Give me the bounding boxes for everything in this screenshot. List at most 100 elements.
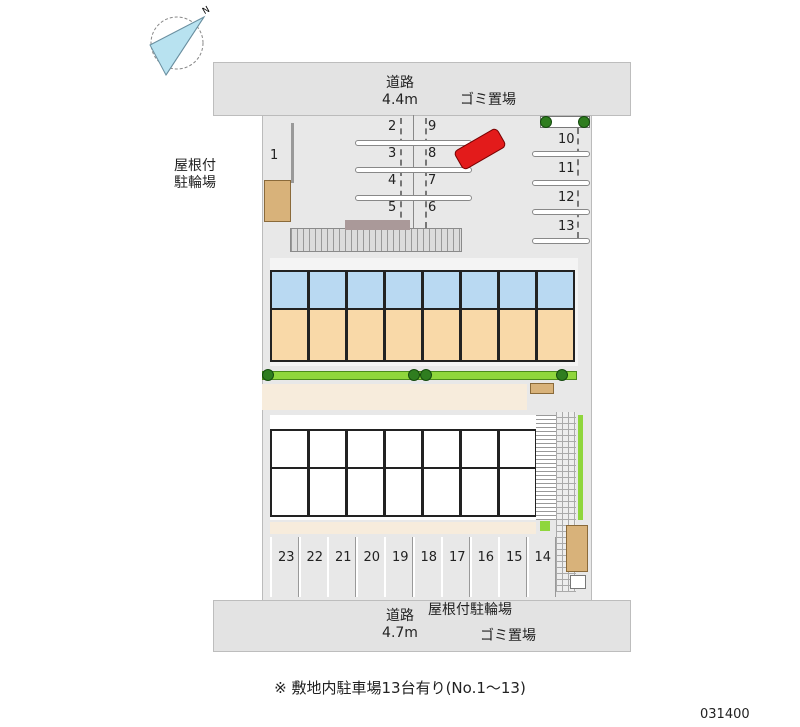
road-width: 4.4m xyxy=(382,92,418,108)
apartment-unit xyxy=(346,270,385,362)
apartment-unit xyxy=(460,429,499,517)
road-width: 4.7m xyxy=(382,625,418,641)
stall-line xyxy=(532,151,590,157)
footnote: ※ 敷地内駐車場13台有り(No.1～13) xyxy=(274,679,526,697)
parking-stall-number: 5 xyxy=(388,200,397,215)
apartment-unit xyxy=(422,429,461,517)
parking-stall-number: 14 xyxy=(534,550,552,565)
apartment-unit xyxy=(498,429,537,517)
bottom-road xyxy=(213,600,631,652)
road-name: 道路 xyxy=(386,75,414,91)
stall-line xyxy=(532,238,590,244)
stall-divider xyxy=(400,118,402,228)
wet-area xyxy=(538,272,573,310)
north-compass-icon xyxy=(149,15,206,76)
parking-stall-number: 7 xyxy=(428,173,437,188)
parking-stall-number: 2 xyxy=(388,119,397,134)
tree-icon xyxy=(262,369,274,381)
tree-icon xyxy=(420,369,432,381)
wet-area xyxy=(424,272,459,310)
parking-stall-number: 10 xyxy=(558,132,575,147)
top-road xyxy=(213,62,631,116)
parking-stall-number: 20 xyxy=(363,550,381,565)
apartment-unit xyxy=(346,429,385,517)
road-name: 道路 xyxy=(386,608,414,624)
parking-stall: 21 xyxy=(327,537,356,597)
tree-icon xyxy=(408,369,420,381)
parking-stall-number: 17 xyxy=(449,550,466,565)
apartment-unit xyxy=(498,270,537,362)
parking-stall-number: 21 xyxy=(335,550,352,565)
wet-area xyxy=(386,431,421,469)
garbage-label-top: ゴミ置場 xyxy=(460,92,516,108)
garbage-area-bottom xyxy=(570,575,586,589)
garbage-label-bottom: ゴミ置場 xyxy=(480,628,536,644)
stall-line xyxy=(532,209,590,215)
parking-stall-number: 22 xyxy=(306,550,324,565)
parking-stall-number: 4 xyxy=(388,173,397,188)
parking-stall: 23 xyxy=(270,537,299,597)
stairs xyxy=(536,415,556,520)
stall-line xyxy=(532,180,590,186)
tree-icon xyxy=(540,116,552,128)
entrance-stairs xyxy=(290,228,462,252)
parking-stall-number: 19 xyxy=(392,550,409,565)
stall-line xyxy=(355,140,472,146)
label-line: 屋根付 xyxy=(174,158,216,174)
apartment-unit xyxy=(384,270,423,362)
bike-shed-bottom xyxy=(566,525,588,572)
wet-area xyxy=(424,431,459,469)
parking-stall: 18 xyxy=(412,537,442,597)
parking-stall: 19 xyxy=(384,537,413,597)
lower-building xyxy=(270,415,537,520)
parking-stall: 15 xyxy=(498,537,527,597)
parking-stall-number: 11 xyxy=(558,161,575,176)
bike-rack xyxy=(530,383,554,394)
parking-stall: 14 xyxy=(526,537,556,597)
tree-icon xyxy=(578,116,590,128)
parking-stall-number: 9 xyxy=(428,119,437,134)
wet-area xyxy=(462,272,497,310)
entrance-roof xyxy=(345,220,410,230)
apartment-unit xyxy=(270,429,309,517)
wall xyxy=(291,123,294,183)
bike-shed-label-bottom: 屋根付駐輪場 xyxy=(428,602,512,618)
stall-line xyxy=(355,167,472,173)
parking-stall-number: 6 xyxy=(428,200,437,215)
stall-divider xyxy=(425,118,427,228)
wet-area xyxy=(272,431,307,469)
property-code: 031400 xyxy=(700,707,750,722)
parking-stall-number: 15 xyxy=(506,550,523,565)
upper-building xyxy=(270,258,578,366)
hedge xyxy=(578,415,583,520)
parking-stall-number: 13 xyxy=(558,219,575,234)
parking-stall: 20 xyxy=(355,537,385,597)
apartment-unit xyxy=(308,429,347,517)
parking-stall-number: 23 xyxy=(278,550,295,565)
wet-area xyxy=(272,272,307,310)
walkway xyxy=(262,384,527,410)
parking-stall: 16 xyxy=(469,537,499,597)
walkway xyxy=(270,522,536,534)
wet-area xyxy=(386,272,421,310)
apartment-unit xyxy=(270,270,309,362)
wet-area xyxy=(500,431,535,469)
apartment-unit xyxy=(422,270,461,362)
tree-icon xyxy=(556,369,568,381)
shrub xyxy=(540,521,550,531)
apartment-unit xyxy=(460,270,499,362)
apartment-unit xyxy=(536,270,575,362)
wet-area xyxy=(348,431,383,469)
parking-stall: 22 xyxy=(298,537,328,597)
parking-stall-number: 12 xyxy=(558,190,575,205)
bike-shed-label-top: 屋根付駐輪場 xyxy=(150,158,240,192)
parking-stall-number: 8 xyxy=(428,146,437,161)
parking-stall-number: 18 xyxy=(420,550,438,565)
stall-line xyxy=(355,195,472,201)
wet-area xyxy=(462,431,497,469)
apartment-unit xyxy=(308,270,347,362)
parking-stall-1: 1 xyxy=(270,148,279,163)
